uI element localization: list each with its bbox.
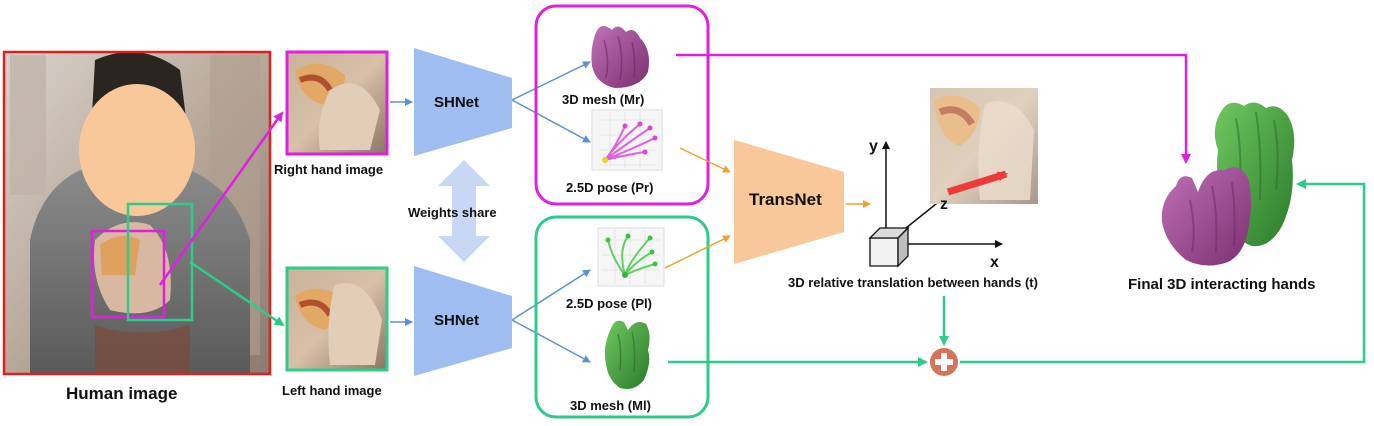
pose-left-label: 2.5D pose (Pl) <box>566 296 652 311</box>
pose-left-visual <box>597 227 665 287</box>
mesh-right-visual <box>591 26 649 88</box>
weights-share-label: Weights share <box>408 205 497 220</box>
arrow-mesh-r-to-final <box>676 53 1191 164</box>
axis-z-label: z <box>940 196 948 213</box>
shnet-top-block <box>414 48 512 156</box>
final-label: Final 3D interacting hands <box>1128 276 1316 293</box>
translation-vector <box>946 170 1008 196</box>
transnet-label: TransNet <box>749 190 822 209</box>
shnet-bottom-label: SHNet <box>434 312 480 329</box>
arrow-pose-r-to-transnet <box>679 147 731 173</box>
left-hand-image-label: Left hand image <box>282 383 382 398</box>
translation-cube <box>868 226 910 268</box>
left-hand-image <box>285 266 389 372</box>
mesh-left-visual <box>604 320 650 389</box>
human-image-label: Human image <box>66 384 178 403</box>
axis-y-label: y <box>869 138 878 155</box>
plus-node <box>930 348 958 376</box>
shnet-top-label: SHNet <box>434 94 480 111</box>
translation-photo <box>930 88 1038 204</box>
arrow-shnet-to-mesh-r <box>511 61 591 101</box>
arrow-to-right-hand <box>158 111 284 286</box>
axis-x-label: x <box>990 254 999 271</box>
right-output-box <box>534 4 710 206</box>
transnet-block <box>734 140 844 264</box>
face-blur <box>79 84 195 216</box>
arrow-shnet-to-pose-r <box>511 99 591 143</box>
final-hands-visual <box>1161 102 1295 266</box>
arrow-shnet-to-pose-l <box>511 269 591 321</box>
human-image <box>2 50 272 376</box>
left-output-box <box>534 215 710 419</box>
shnet-bottom-block <box>414 266 512 376</box>
arrow-shnet-to-mesh-l <box>511 319 591 363</box>
right-hand-image-label: Right hand image <box>274 162 384 177</box>
mesh-right-label: 3D mesh (Mr) <box>562 92 645 107</box>
arrow-to-left-hand <box>189 260 285 327</box>
pose-right-visual <box>591 109 663 171</box>
right-hand-image <box>285 50 389 156</box>
arrow-pose-l-to-transnet <box>664 235 731 269</box>
arrow-plus-to-final <box>960 179 1366 364</box>
mesh-left-label: 3D mesh (Ml) <box>570 398 651 413</box>
translation-axes <box>868 141 1003 268</box>
pose-right-label: 2.5D pose (Pr) <box>566 180 654 195</box>
weights-share-arrow <box>438 160 490 262</box>
translation-label: 3D relative translation between hands (t… <box>788 275 1038 290</box>
